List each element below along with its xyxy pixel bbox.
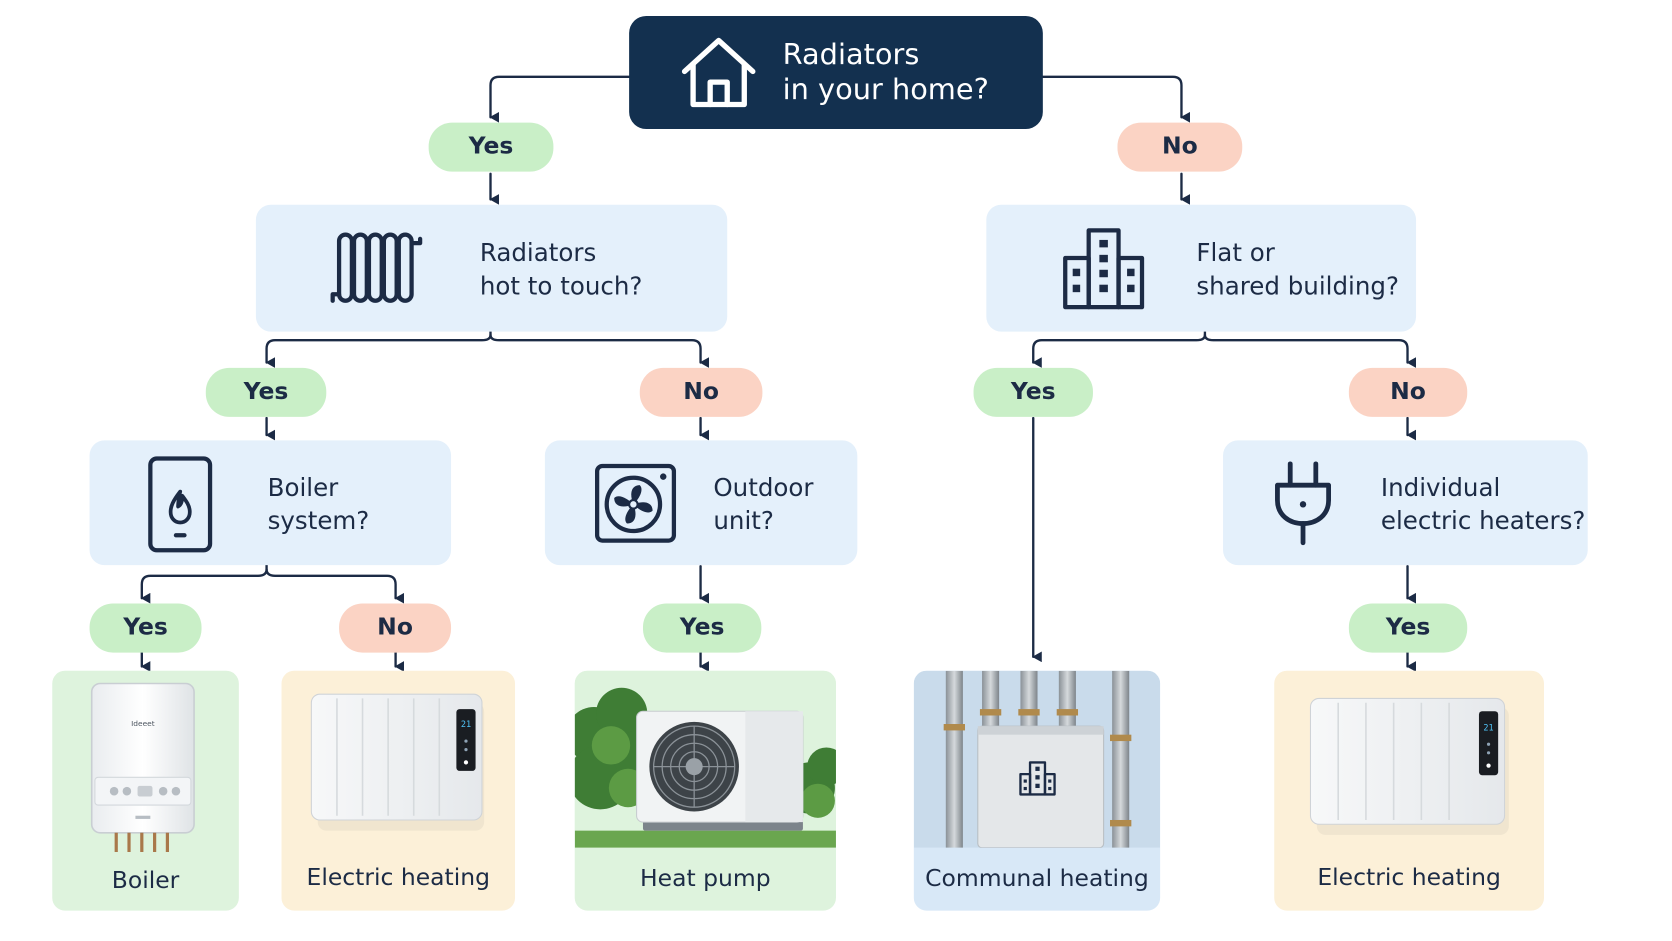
result-card-electric-heating-2: 21 Electric heating: [1274, 670, 1545, 911]
answer-yes-pill: Yes: [428, 122, 554, 172]
question-flat-shared-line1: Flat or: [1196, 239, 1275, 268]
question-flat-shared-line2: shared building?: [1196, 272, 1399, 301]
question-boiler-system-line2: system?: [267, 507, 370, 536]
question-electric-heaters-line2: electric heaters?: [1380, 507, 1586, 536]
boiler-yes-pill: Yes: [89, 603, 202, 653]
root-question-text: Radiators in your home?: [783, 37, 989, 107]
result-label-electric-heating-2: Electric heating: [1317, 864, 1501, 892]
connector-hot-split: [265, 330, 492, 368]
boiler-brand-text: Ideeet: [131, 719, 155, 728]
radiator-icon: [330, 232, 423, 303]
question-electric-heaters-line1: Individual: [1380, 474, 1501, 503]
result-label-heat-pump: Heat pump: [640, 865, 771, 893]
connector-boiler-split: [140, 563, 268, 604]
question-outdoor-unit-text: Outdoor unit?: [713, 472, 813, 538]
question-outdoor-unit-line2: unit?: [713, 507, 774, 536]
gas-boiler-image: Ideeet: [90, 682, 195, 852]
connector-flat-split: [1032, 330, 1207, 368]
root-question-line2: in your home?: [782, 73, 989, 107]
connector-boiler-split-right: [265, 568, 405, 604]
connector-root-yes: [489, 75, 631, 123]
result-label-electric-heating-1: Electric heating: [306, 864, 491, 892]
result-card-heat-pump: Heat pump: [574, 670, 836, 911]
fan-unit-icon: [594, 463, 677, 543]
question-flat-shared: Flat or shared building?: [986, 204, 1417, 332]
connector-hot-split-right: [489, 333, 710, 368]
connector-root-no: [1041, 75, 1190, 123]
result-label-communal-heating: Communal heating: [925, 865, 1149, 893]
thermostat-flame-icon: [148, 456, 213, 553]
heater-display-1: 21: [461, 720, 471, 730]
question-radiators-hot-line2: hot to touch?: [479, 272, 643, 301]
question-outdoor-unit-line1: Outdoor: [713, 474, 814, 503]
electric-panel-heater-image-1: 21: [310, 693, 485, 831]
result-card-communal-heating: Communal heating: [913, 670, 1161, 911]
boiler-no-pill: No: [339, 603, 452, 653]
question-boiler-system-line1: Boiler: [267, 474, 339, 503]
outdoor-yes-pill: Yes: [642, 603, 762, 653]
connector-flat-split-right: [1203, 333, 1417, 368]
question-radiators-hot-line1: Radiators: [479, 239, 597, 268]
root-question-box: Radiators in your home?: [629, 15, 1043, 130]
question-electric-heaters: Individual electric heaters?: [1223, 440, 1588, 566]
heat-pump-image: [574, 670, 836, 848]
result-card-boiler: Ideeet Boiler: [52, 670, 239, 911]
question-radiators-hot-text: Radiators hot to touch?: [480, 238, 643, 304]
flat-no-pill: No: [1348, 367, 1468, 417]
question-boiler-system-text: Boiler system?: [268, 472, 370, 538]
answer-no-pill: No: [1117, 122, 1243, 172]
question-flat-shared-text: Flat or shared building?: [1196, 238, 1399, 304]
heaters-yes-pill: Yes: [1348, 603, 1468, 653]
question-radiators-hot: Radiators hot to touch?: [255, 204, 728, 332]
question-boiler-system: Boiler system?: [89, 440, 452, 566]
electric-plug-icon: [1275, 461, 1332, 546]
root-question-line1: Radiators: [782, 38, 920, 72]
house-icon: [681, 37, 756, 108]
electric-panel-heater-image-2: 21: [1309, 697, 1509, 835]
heater-display-2: 21: [1483, 723, 1493, 733]
result-label-boiler: Boiler: [111, 867, 180, 895]
flat-yes-pill: Yes: [973, 367, 1093, 417]
result-card-electric-heating-1: 21 Electric heating: [281, 670, 516, 911]
hot-yes-pill: Yes: [205, 367, 327, 417]
hot-no-pill: No: [639, 367, 763, 417]
question-outdoor-unit: Outdoor unit?: [544, 440, 858, 566]
communal-heating-unit-image: [913, 670, 1161, 848]
apartment-building-icon: [1063, 228, 1145, 310]
question-electric-heaters-text: Individual electric heaters?: [1381, 472, 1586, 538]
